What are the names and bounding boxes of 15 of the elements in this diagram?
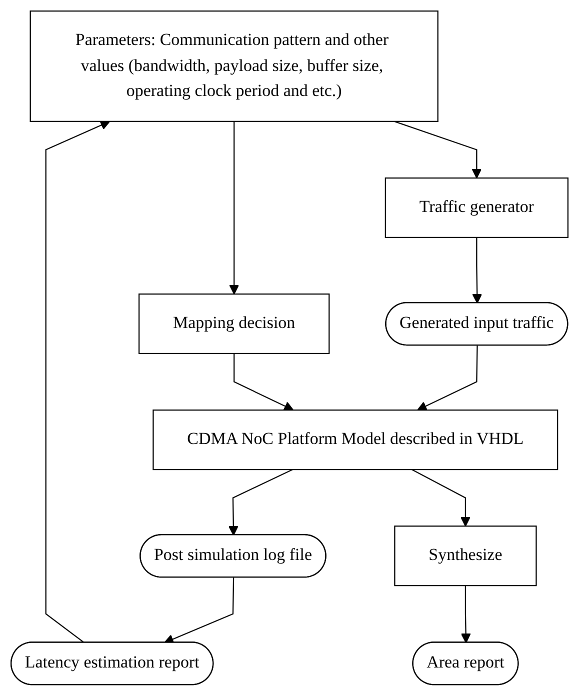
arrow [229, 122, 240, 295]
arrow [164, 578, 234, 644]
arrow [417, 346, 478, 411]
arrow [460, 586, 471, 644]
arrow [234, 354, 294, 411]
node-box: Parameters: Communication pattern and other values (bandwidth, payload size, buffer size, operating clock period and etc.) [30, 10, 438, 122]
node-box: CDMA NoC Platform Model described in VHDL [152, 410, 558, 470]
node-box: Synthesize [394, 526, 537, 586]
arrow [45, 120, 110, 644]
node-box: Traffic generator [384, 178, 568, 238]
arrow [394, 121, 482, 179]
node-box: Mapping decision [138, 294, 330, 354]
arrow [412, 469, 470, 527]
arrow [228, 469, 293, 536]
arrow [472, 238, 482, 304]
